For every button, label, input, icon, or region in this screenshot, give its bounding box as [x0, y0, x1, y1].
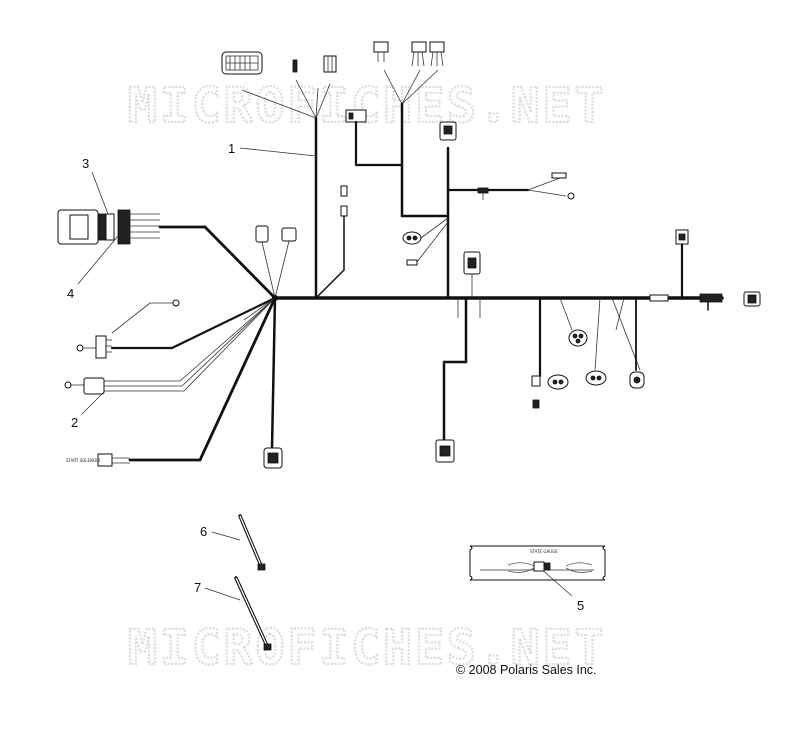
oval-connector-right-b	[585, 370, 607, 386]
main-harness-trunk	[273, 293, 724, 311]
junction-down-branch	[243, 296, 283, 469]
callout-6: 6	[200, 524, 207, 539]
copyright-notice: © 2008 Polaris Sales Inc.	[456, 663, 597, 677]
relay-feeds	[383, 69, 439, 105]
callout-7: 7	[194, 580, 201, 595]
start-solenoid-label: START SOLENOID	[66, 458, 100, 463]
start-solenoid-connector: START SOLENOID	[66, 296, 277, 467]
junction-node	[272, 295, 278, 301]
left-connector-assembly	[57, 209, 277, 300]
connector-under-trunk-center	[463, 251, 481, 298]
small-plug-right	[531, 375, 541, 409]
connector-pair-upper-left	[255, 225, 297, 299]
top-branch	[241, 79, 331, 300]
square-connector-center	[439, 121, 457, 141]
relay-left	[373, 41, 389, 62]
left-mid-plug	[76, 296, 277, 359]
cable-tie-7	[234, 576, 272, 651]
inline-fuse-right	[649, 294, 669, 302]
gauge-harness-panel: STATE GAUGE	[469, 545, 606, 581]
watermark-bottom: MICROFICHES.NET	[128, 620, 606, 676]
callout-1: 1	[228, 141, 235, 156]
callout-2: 2	[71, 415, 78, 430]
callout-5: 5	[577, 598, 584, 613]
state-gauge-label: STATE GAUGE	[530, 549, 558, 554]
left-lower-plug	[64, 297, 276, 395]
ring-terminal-left-upper	[111, 299, 180, 334]
callout-4: 4	[67, 286, 74, 301]
callout-leaders	[77, 147, 573, 601]
terminal-block-top	[323, 55, 337, 73]
relay-middle	[411, 41, 427, 67]
oval-connector-right-a	[547, 374, 569, 390]
ring-terminal-upper-right	[477, 172, 575, 200]
multi-pin-connector-top	[221, 51, 263, 75]
terminal-pin-top	[292, 59, 298, 73]
plug-top-right	[675, 229, 689, 245]
three-pin-round-connector	[568, 329, 588, 347]
end-connector-far-right	[743, 291, 761, 307]
watermark-top: MICROFICHES.NET	[128, 78, 606, 134]
round-connector-right-c	[629, 371, 645, 389]
fuse-block	[345, 109, 404, 167]
lower-center-drop	[435, 296, 481, 463]
cable-tie-6	[238, 514, 266, 571]
callout-3: 3	[82, 156, 89, 171]
sensor-branch	[315, 185, 348, 299]
relay-right	[429, 41, 445, 67]
round-plug-center	[402, 217, 449, 266]
right-drops	[538, 243, 684, 378]
